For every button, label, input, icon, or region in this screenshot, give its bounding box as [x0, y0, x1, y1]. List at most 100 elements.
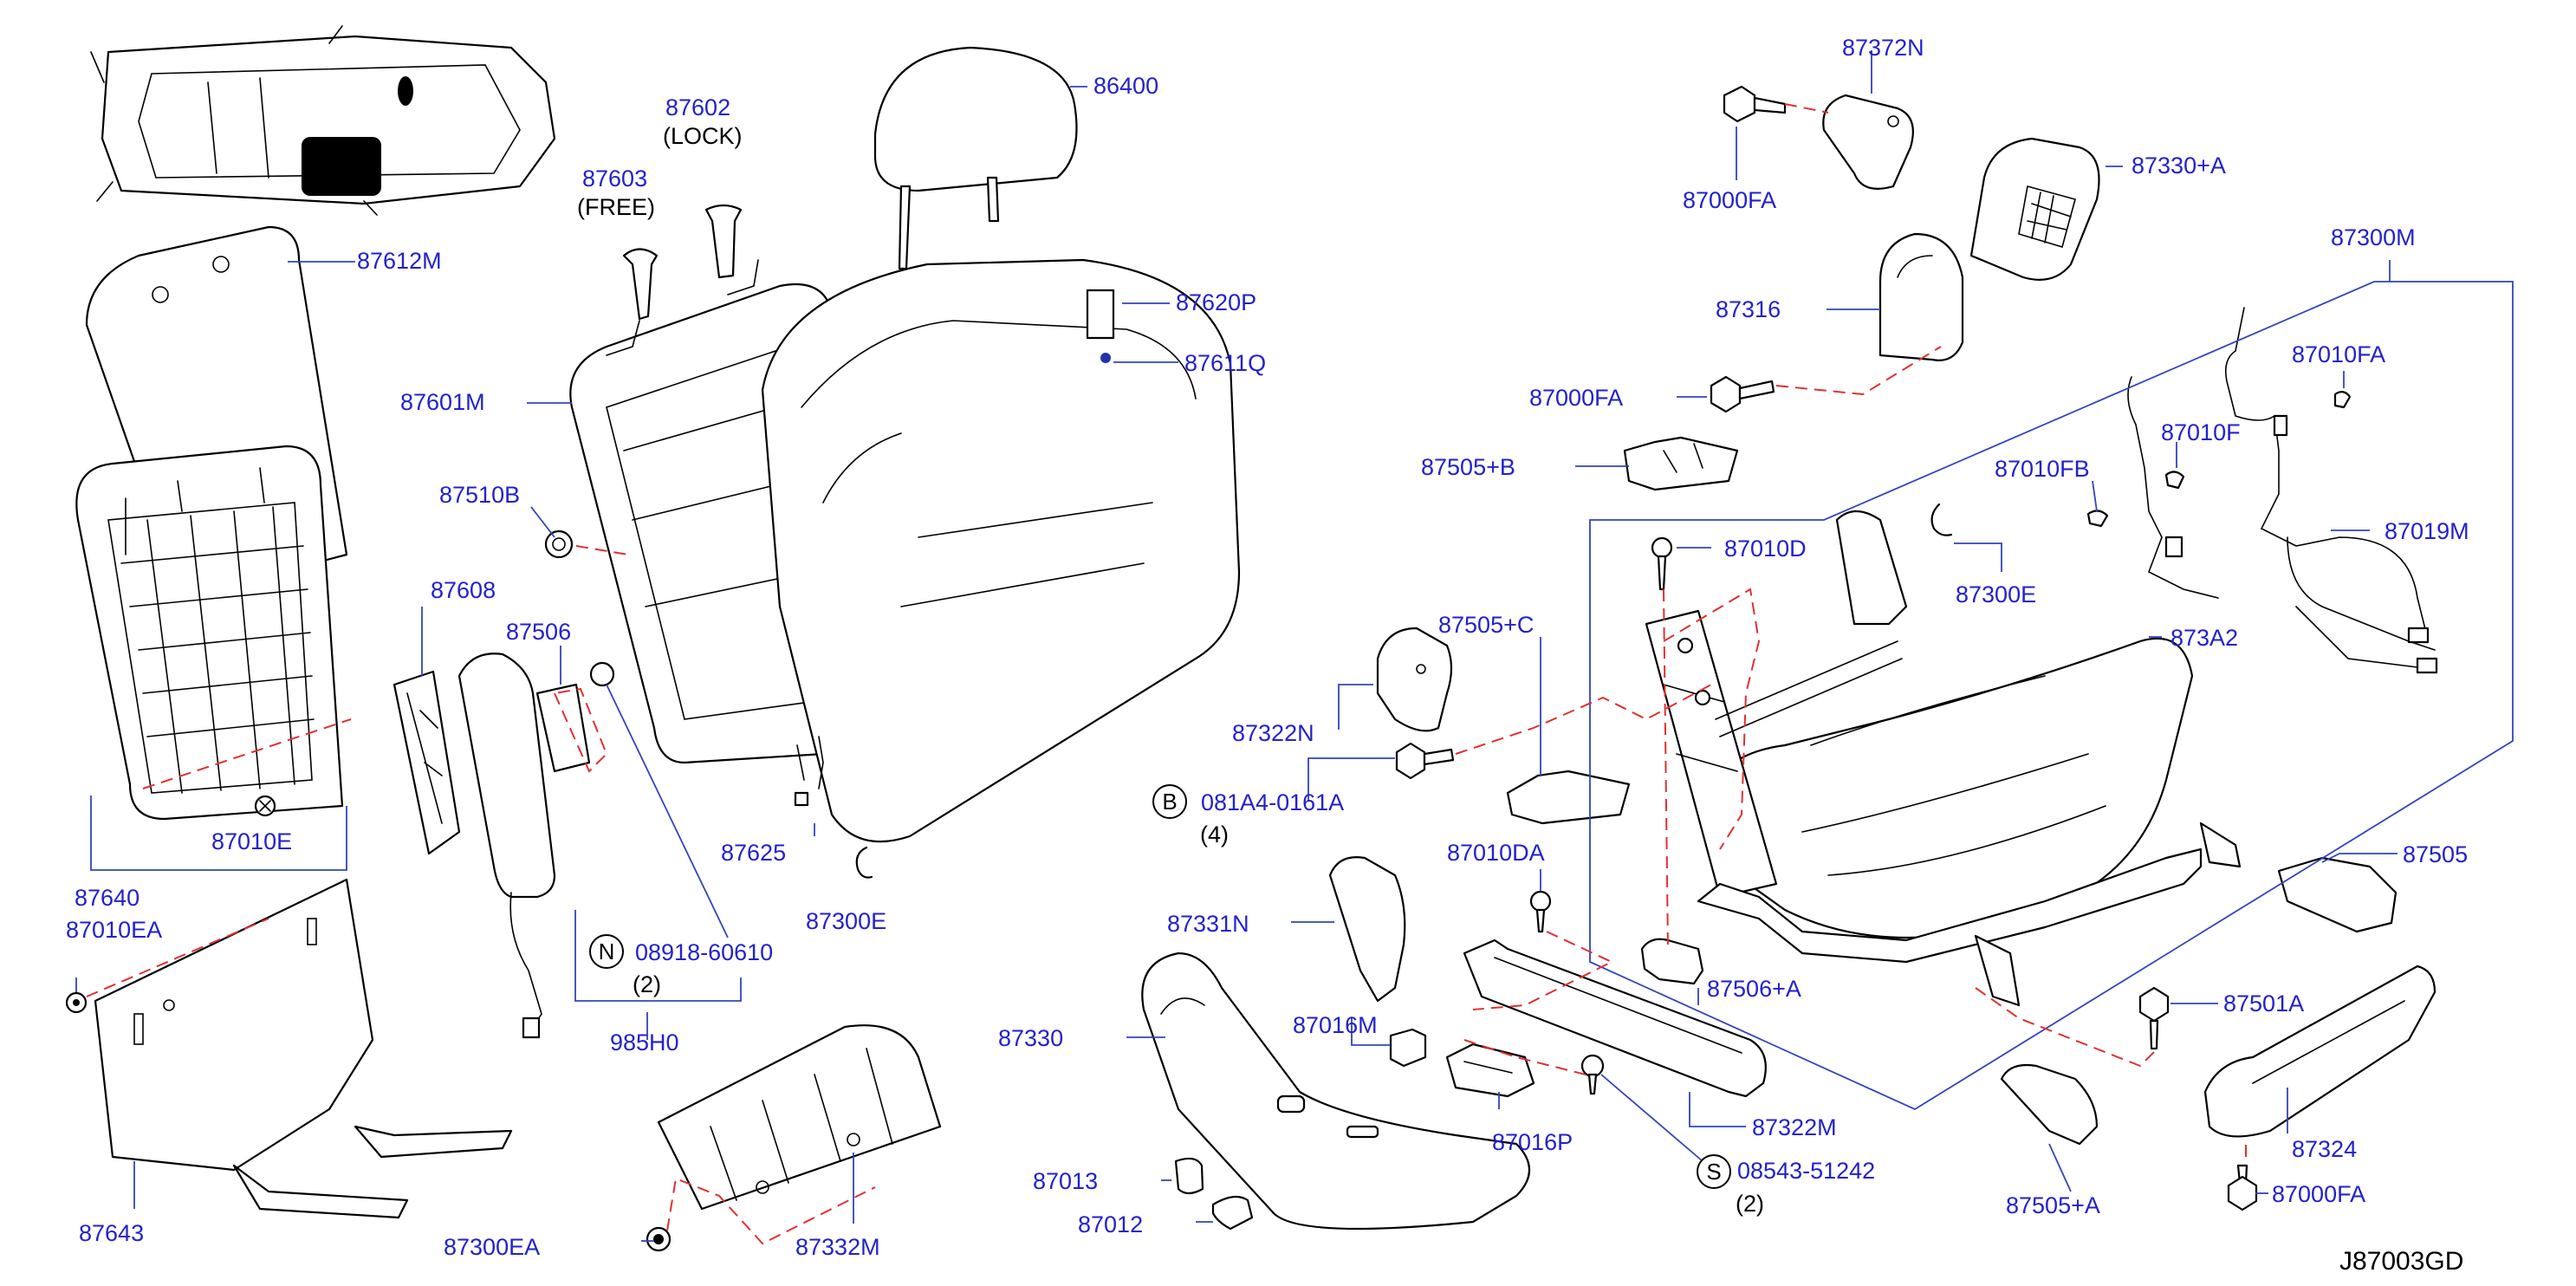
label-87612M: 87612M [357, 248, 442, 274]
label-86400: 86400 [1093, 73, 1158, 99]
group-outline-87300M [1589, 281, 2514, 1111]
label-87010E: 87010E [211, 828, 292, 854]
label-87501A: 87501A [2223, 990, 2304, 1016]
label-87322N: 87322N [1232, 720, 1314, 746]
strap-87625 [794, 736, 824, 807]
cover-87322N [1376, 627, 1453, 732]
label-87643: 87643 [79, 1220, 144, 1246]
cover-87505B [1623, 436, 1739, 491]
diagram-code: J87003GD [2339, 1247, 2463, 1276]
label-87016M: 87016M [1293, 1012, 1378, 1038]
label-87332M: 87332M [795, 1234, 880, 1260]
label-87300EA: 87300EA [444, 1234, 540, 1260]
label-87019M: 87019M [2385, 518, 2469, 544]
label-87012: 87012 [1078, 1211, 1143, 1237]
callout-b-circle: B [1152, 784, 1187, 819]
c-clip-87300E-right [1930, 503, 1953, 536]
seatback-frame-87640 [75, 445, 344, 821]
label-87331N: 87331N [1167, 911, 1249, 937]
label-87510B: 87510B [439, 482, 520, 508]
clip-87010FA [2333, 391, 2352, 409]
label-87640: 87640 [75, 885, 140, 911]
label-87505B: 87505+B [1421, 454, 1515, 480]
wire-harness-87019M [2127, 307, 2438, 674]
label-lock: (LOCK) [663, 123, 743, 149]
knob-87012 [1211, 1195, 1254, 1231]
label-87505C: 87505+C [1438, 612, 1534, 638]
label-87620P: 87620P [1176, 289, 1256, 315]
rail-cover-87322M [1463, 939, 1767, 1098]
cover-87316 [1878, 232, 1964, 361]
label-87000FA-top: 87000FA [1683, 187, 1776, 213]
label-87506: 87506 [506, 619, 571, 645]
label-87330A: 87330+A [2132, 153, 2226, 179]
label-87505: 87505 [2403, 841, 2468, 867]
assembly-lines [86, 103, 2247, 1245]
headrest-86400 [873, 46, 1078, 270]
side-cover-87324 [2203, 964, 2436, 1138]
label-87010FA: 87010FA [2292, 341, 2385, 367]
screw-87010D [1651, 536, 1673, 591]
label-87300E-left: 87300E [806, 908, 886, 934]
label-87316: 87316 [1716, 296, 1781, 322]
svg-text:S: S [1706, 1159, 1721, 1185]
bolt-87000FA-top [1723, 85, 1787, 123]
label-87611Q: 87611Q [1184, 350, 1266, 376]
label-87300M: 87300M [2331, 224, 2416, 250]
label-87000FA-bottom: 87000FA [2272, 1181, 2365, 1207]
callout-s-circle: S [1697, 1154, 1731, 1189]
label-87010EA: 87010EA [66, 917, 162, 943]
bolt-87000FA-mid [1710, 375, 1775, 413]
label-873A2: 873A2 [2170, 625, 2238, 651]
label-87505A: 87505+A [2006, 1192, 2100, 1218]
label-87506A: 87506+A [1707, 976, 1801, 1002]
label-87010FB: 87010FB [1995, 456, 2090, 482]
label-08918-60610: 08918-60610 [635, 939, 773, 965]
cover-87331N [1328, 856, 1406, 1003]
seat-assembly-873A2 [1645, 510, 2242, 1007]
label-qty-b: (4) [1200, 822, 1229, 848]
cover-87330A [1969, 137, 2100, 281]
bolt-87501A [2138, 986, 2170, 1050]
label-87322M: 87322M [1752, 1114, 1837, 1140]
clip-87010F [2164, 471, 2185, 490]
knob-87013 [1174, 1157, 1204, 1195]
clip-87611Q [1100, 353, 1111, 363]
label-87372N: 87372N [1842, 35, 1924, 61]
cover-87505 [2277, 856, 2398, 933]
bracket-87372N [1822, 94, 1914, 190]
label-87608: 87608 [431, 577, 496, 603]
clip-87010FB [2086, 510, 2109, 528]
label-free: (FREE) [577, 194, 655, 220]
sensor-87506A [1640, 938, 1704, 985]
label-87603: 87603 [582, 166, 647, 192]
label-081A4-0161A: 081A4-0161A [1201, 789, 1344, 815]
cover-87505C [1506, 770, 1631, 825]
label-qty-n: (2) [633, 971, 661, 997]
headrest-guide-87602 [704, 204, 743, 279]
label-87000FA-mid: 87000FA [1529, 385, 1623, 411]
clip-87300EA [646, 1226, 672, 1252]
callout-n-circle: N [589, 934, 624, 969]
label-87625: 87625 [721, 840, 786, 866]
cover-87505A [2000, 1063, 2099, 1146]
nut-87506 [589, 661, 615, 687]
label-08543-51242: 08543-51242 [1737, 1158, 1875, 1184]
bolt-081A4-0161A [1395, 742, 1455, 780]
side-trim-87608 [393, 670, 461, 855]
c-clip-87300E-left [855, 846, 873, 879]
label-87013: 87013 [1033, 1168, 1098, 1194]
screw-87010DA [1529, 890, 1552, 933]
seatback-cushion-87620P [761, 258, 1241, 843]
svg-text:B: B [1162, 789, 1177, 815]
label-87016P: 87016P [1492, 1129, 1573, 1155]
back-panel-87643 [94, 878, 513, 1219]
label-985H0: 985H0 [610, 1029, 679, 1055]
vehicle-location-icon [90, 25, 556, 216]
side-cover-87330 [1141, 952, 1530, 1231]
headrest-guide-87603 [622, 248, 659, 321]
label-87010D: 87010D [1724, 536, 1807, 562]
label-87300E-right: 87300E [1956, 581, 2036, 607]
nut-87510B [544, 529, 574, 559]
